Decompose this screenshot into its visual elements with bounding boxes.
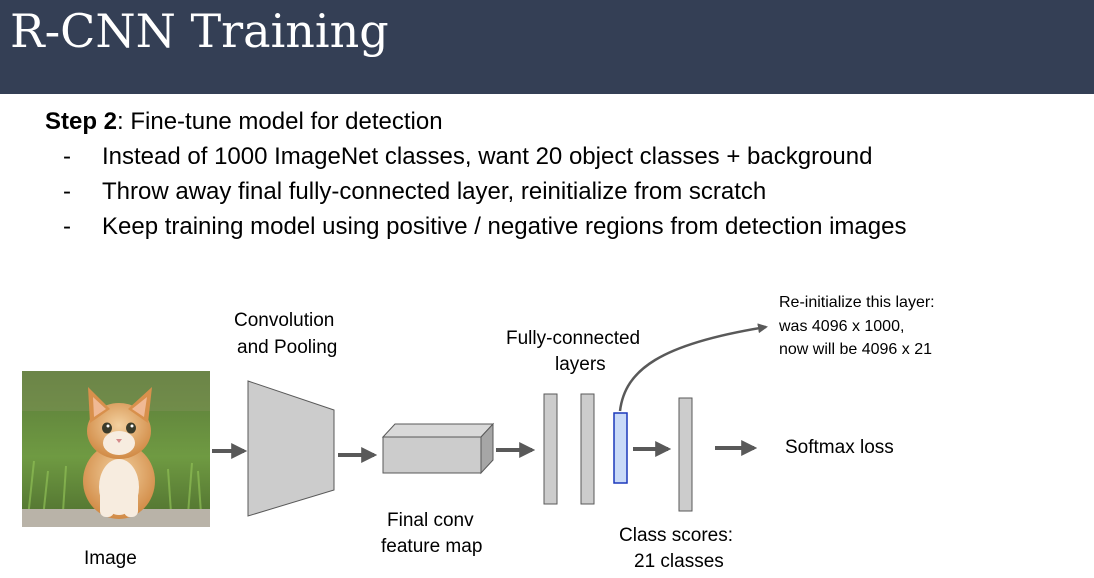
feature-map-label-line-2: feature map <box>381 536 483 557</box>
step-label: Step 2 <box>45 108 118 135</box>
fc-layer-1 <box>543 393 558 505</box>
arrow-reinit-note <box>618 323 768 412</box>
kitten-image <box>22 371 210 527</box>
reinit-note-line-3: now will be 4096 x 21 <box>779 341 932 358</box>
slide-title: R-CNN Training <box>10 4 389 58</box>
conv-label-line-2: and Pooling <box>237 337 338 358</box>
bullet-dash-2: - <box>63 178 71 205</box>
bullet-dash-1: - <box>63 143 71 170</box>
image-label: Image <box>84 548 137 569</box>
fc-label-line-2: layers <box>555 354 606 375</box>
softmax-loss-label: Softmax loss <box>785 437 894 458</box>
class-scores-layer <box>678 397 693 512</box>
feature-map-block <box>381 422 495 475</box>
class-scores-label-line-2: 21 classes <box>634 551 724 572</box>
conv-label-line-1: Convolution <box>234 310 335 331</box>
step-heading: Step 2: Fine-tune model for detection <box>45 108 443 136</box>
fc-label-line-1: Fully-connected <box>506 328 641 349</box>
step-text: : Fine-tune model for detection <box>117 108 443 135</box>
fc-layer-reinit <box>613 412 628 484</box>
title-bar: R-CNN Training <box>0 0 1094 94</box>
reinit-note-line-1: Re-initialize this layer: <box>779 294 935 311</box>
bullet-dash-3: - <box>63 213 71 240</box>
class-scores-label-line-1: Class scores: <box>619 525 734 546</box>
bullet-3: Keep training model using positive / neg… <box>102 213 907 240</box>
conv-pooling-block <box>247 380 335 517</box>
feature-map-label-line-1: Final conv <box>387 510 474 531</box>
bullet-2: Throw away final fully-connected layer, … <box>102 178 767 205</box>
fc-layer-2 <box>580 393 595 505</box>
bullet-1: Instead of 1000 ImageNet classes, want 2… <box>102 143 873 170</box>
reinit-note-line-2: was 4096 x 1000, <box>779 318 905 335</box>
